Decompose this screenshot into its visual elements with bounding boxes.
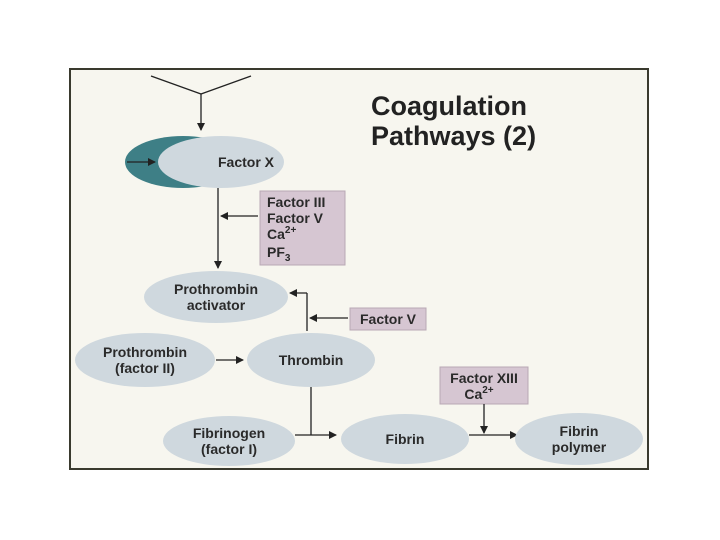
title-line-1: Coagulation — [371, 91, 527, 121]
factor-x-label: Factor X — [218, 154, 275, 170]
cofactor-box-3 — [439, 366, 529, 405]
title-line-2: Pathways (2) — [371, 121, 536, 151]
input-line-right — [200, 75, 252, 95]
prothrombin-activator-node — [144, 271, 288, 323]
cofactor-1-line-1: Factor III — [267, 194, 325, 210]
prothrombin-activator-line-1: Prothrombin — [174, 281, 258, 297]
fibrin-polymer-line-1: Fibrin — [560, 423, 599, 439]
factor-x-node — [158, 136, 284, 188]
prothrombin-activator-line-2: activator — [187, 297, 246, 313]
input-line-left — [150, 75, 202, 95]
thrombin-label: Thrombin — [279, 352, 344, 368]
fibrinogen-node — [163, 416, 295, 466]
prothrombin-line-1: Prothrombin — [103, 344, 187, 360]
cofactor-1-line-2: Factor V — [267, 210, 324, 226]
cofactor-1-line-3: Ca2+ — [267, 225, 296, 242]
diagram-frame: Coagulation Pathways (2) Factor X Factor… — [69, 68, 649, 470]
cofactor-box-1 — [259, 190, 346, 266]
fibrin-polymer-node — [515, 413, 643, 465]
fibrin-label: Fibrin — [386, 431, 425, 447]
fibrin-polymer-line-2: polymer — [552, 439, 607, 455]
thrombin-node — [247, 333, 375, 387]
cofactor-1-line-4: PF3 — [267, 244, 291, 264]
fibrinogen-line-2: (factor I) — [201, 441, 257, 457]
cofactor-2-label: Factor V — [360, 311, 417, 327]
fibrin-node — [341, 414, 469, 464]
fibrinogen-line-1: Fibrinogen — [193, 425, 265, 441]
prothrombin-line-2: (factor II) — [115, 360, 175, 376]
cofactor-3-line-2: Ca2+ — [464, 385, 493, 402]
prothrombin-node — [75, 333, 215, 387]
cofactor-box-2 — [349, 307, 427, 331]
cofactor-3-line-1: Factor XIII — [450, 370, 518, 386]
coagulation-diagram: Coagulation Pathways (2) Factor X Factor… — [75, 75, 643, 466]
